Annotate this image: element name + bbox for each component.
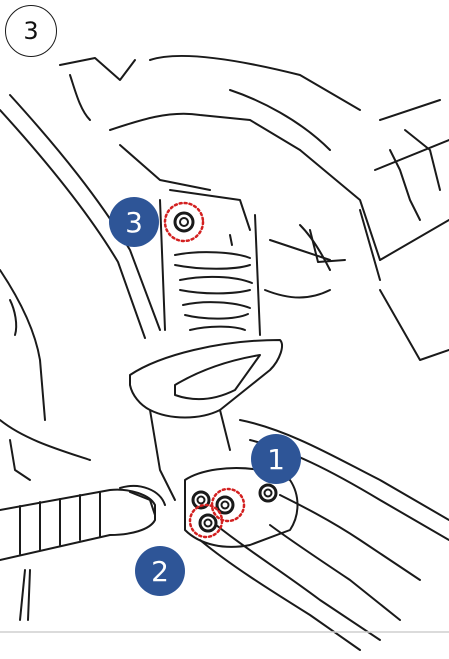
highlight-ring-3 (163, 201, 205, 243)
frame-lower-left (0, 269, 91, 621)
callout-1: 1 (251, 434, 301, 484)
callout-3: 3 (109, 197, 159, 247)
callout-2: 2 (135, 546, 185, 596)
bolt-1 (258, 483, 278, 503)
shock-absorber (159, 189, 346, 336)
footpeg (0, 485, 166, 561)
callout-1-label: 1 (267, 443, 285, 476)
mounting-plate (184, 467, 299, 548)
bolt-3 (173, 211, 195, 233)
heel-guard-bracket (129, 339, 283, 501)
callout-2-label: 2 (151, 555, 169, 588)
bolt-2c (198, 513, 218, 533)
highlight-ring-2 (188, 503, 224, 539)
bolt-2a (191, 490, 211, 510)
body-panels (109, 55, 449, 361)
callout-3-label: 3 (125, 206, 143, 239)
drive-chain (199, 419, 449, 651)
step-number-badge: 3 (5, 5, 57, 57)
bolt-2b (215, 495, 235, 515)
